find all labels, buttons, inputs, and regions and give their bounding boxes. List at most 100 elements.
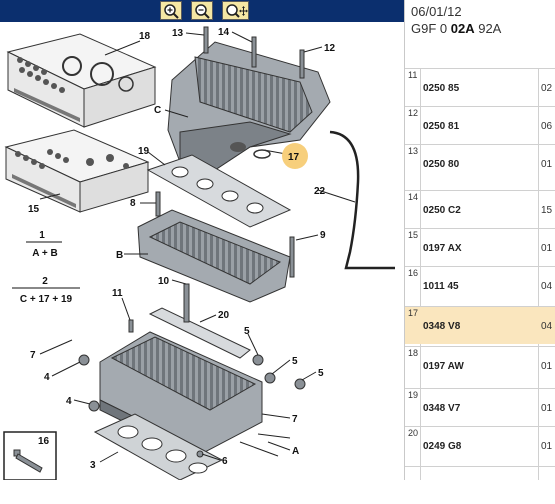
engine-code-bold: 02A — [450, 21, 475, 36]
engine-code-prefix: G9F 0 — [411, 21, 451, 36]
callout-C: C — [154, 105, 161, 116]
gasket-kit-box-bottom — [4, 129, 150, 213]
formula-2: 2 C + 17 + 19 — [12, 276, 80, 305]
zoom-fit-button[interactable] — [222, 1, 249, 20]
parts-row-13[interactable]: 13 0250 80 01 — [405, 144, 555, 182]
o-ring-17 — [253, 149, 271, 159]
callout-4: 4 — [44, 372, 50, 383]
row-index: 14 — [408, 192, 419, 202]
part-quantity: 04 — [541, 321, 553, 332]
zoom-in-button[interactable] — [160, 1, 182, 20]
part-quantity: 01 — [541, 441, 553, 452]
callout-17: 17 — [288, 152, 300, 163]
part-quantity: 06 — [541, 121, 553, 132]
part-reference: 0197 AW — [423, 361, 464, 372]
zoom-out-icon — [195, 4, 210, 19]
callout-5: 5 — [292, 356, 298, 367]
row-index: 19 — [408, 390, 419, 400]
camshaft-carrier — [137, 209, 291, 303]
part-reference: 0250 C2 — [423, 205, 461, 216]
parts-row-15[interactable]: 15 0197 AX 01 — [405, 228, 555, 266]
callout-9: 9 — [320, 230, 326, 241]
part-quantity: 15 — [541, 205, 553, 216]
parts-row-14[interactable]: 14 0250 C2 15 — [405, 190, 555, 228]
parts-row-17[interactable]: 17 0348 V8 04 — [405, 306, 555, 344]
callout-15: 15 — [28, 204, 40, 215]
formula-2-denominator: C + 17 + 19 — [20, 294, 73, 305]
part-reference: 0348 V8 — [423, 321, 461, 332]
formula-2-numerator: 2 — [42, 276, 48, 287]
callout-22: 22 — [314, 186, 326, 197]
part-quantity: 01 — [541, 403, 553, 414]
parts-row-20[interactable]: 20 0249 G8 01 — [405, 426, 555, 464]
exhaust-gasket — [148, 307, 251, 359]
parts-row-11[interactable]: 11 0250 85 02 — [405, 68, 555, 106]
head-gasket — [93, 413, 224, 480]
part-quantity: 02 — [541, 83, 553, 94]
formula-1-denominator: A + B — [32, 248, 57, 259]
callout-A: A — [292, 446, 299, 457]
parts-row-18[interactable]: 18 0197 AW 01 — [405, 346, 555, 384]
row-index: 15 — [408, 230, 419, 240]
parts-row-partial — [405, 466, 555, 504]
exploded-parts-diagram: 1 A + B 2 C + 17 + 19 — [3, 26, 395, 480]
part-reference: 0250 80 — [423, 159, 460, 170]
leader-lines — [39, 31, 356, 463]
callout-6: 6 — [222, 456, 228, 467]
callout-4: 4 — [66, 396, 72, 407]
callout-5: 5 — [318, 368, 324, 379]
part-quantity: 01 — [541, 243, 553, 254]
callout-7: 7 — [30, 350, 36, 361]
part-quantity: 01 — [541, 361, 553, 372]
row-index: 20 — [408, 428, 419, 438]
callout-B: B — [116, 250, 123, 261]
row-index: 13 — [408, 146, 419, 156]
inset-box-16: 16 — [3, 431, 57, 480]
callout-20: 20 — [218, 310, 230, 321]
engine-code: G9F 0 02A 92A — [411, 21, 501, 36]
zoom-out-button[interactable] — [191, 1, 213, 20]
column-divider — [538, 68, 539, 480]
row-index: 16 — [408, 268, 419, 278]
toolbar — [0, 0, 404, 22]
gasket-kit-box-top — [6, 33, 157, 128]
zoom-fit-icon — [226, 4, 248, 18]
row-index: 11 — [408, 70, 418, 80]
callout-7: 7 — [292, 414, 298, 425]
column-divider — [420, 68, 421, 480]
manifold-gasket — [146, 154, 292, 228]
parts-row-12[interactable]: 12 0250 81 06 — [405, 106, 555, 144]
callout-10: 10 — [158, 276, 170, 287]
bolts — [78, 26, 306, 458]
callout-19: 19 — [138, 146, 150, 157]
vacuum-hose — [329, 130, 395, 270]
callout-3: 3 — [90, 460, 96, 471]
callout-13: 13 — [172, 28, 184, 39]
parts-row-19[interactable]: 19 0348 V7 01 — [405, 388, 555, 426]
part-reference: 0250 85 — [423, 83, 460, 94]
parts-list-panel: 06/01/12 G9F 0 02A 92A 11 0250 85 02 12 0250… — [404, 0, 555, 480]
part-reference: 1011 45 — [423, 281, 459, 292]
row-index: 17 — [408, 308, 419, 318]
row-index: 12 — [408, 108, 419, 118]
callout-labels: 18 13 14 12 C 17 19 15 22 8 9 B 10 11 20… — [28, 27, 336, 471]
part-reference: 0348 V7 — [423, 403, 461, 414]
callout-16: 16 — [38, 436, 50, 447]
callout-5: 5 — [244, 326, 250, 337]
callout-18: 18 — [139, 31, 151, 42]
engine-code-suffix: 92A — [474, 21, 502, 36]
zoom-in-icon — [164, 4, 179, 19]
formula-1-numerator: 1 — [39, 230, 45, 241]
part-reference: 0249 G8 — [423, 441, 462, 452]
callout-11: 11 — [112, 288, 123, 299]
part-reference: 0197 AX — [423, 243, 462, 254]
part-quantity: 01 — [541, 159, 553, 170]
part-reference: 0250 81 — [423, 121, 460, 132]
catalog-date: 06/01/12 — [411, 4, 462, 19]
callout-12: 12 — [324, 43, 336, 54]
callout-8: 8 — [130, 198, 136, 209]
row-index: 18 — [408, 348, 419, 358]
highlight-marker — [282, 143, 308, 169]
callout-14: 14 — [218, 27, 230, 38]
